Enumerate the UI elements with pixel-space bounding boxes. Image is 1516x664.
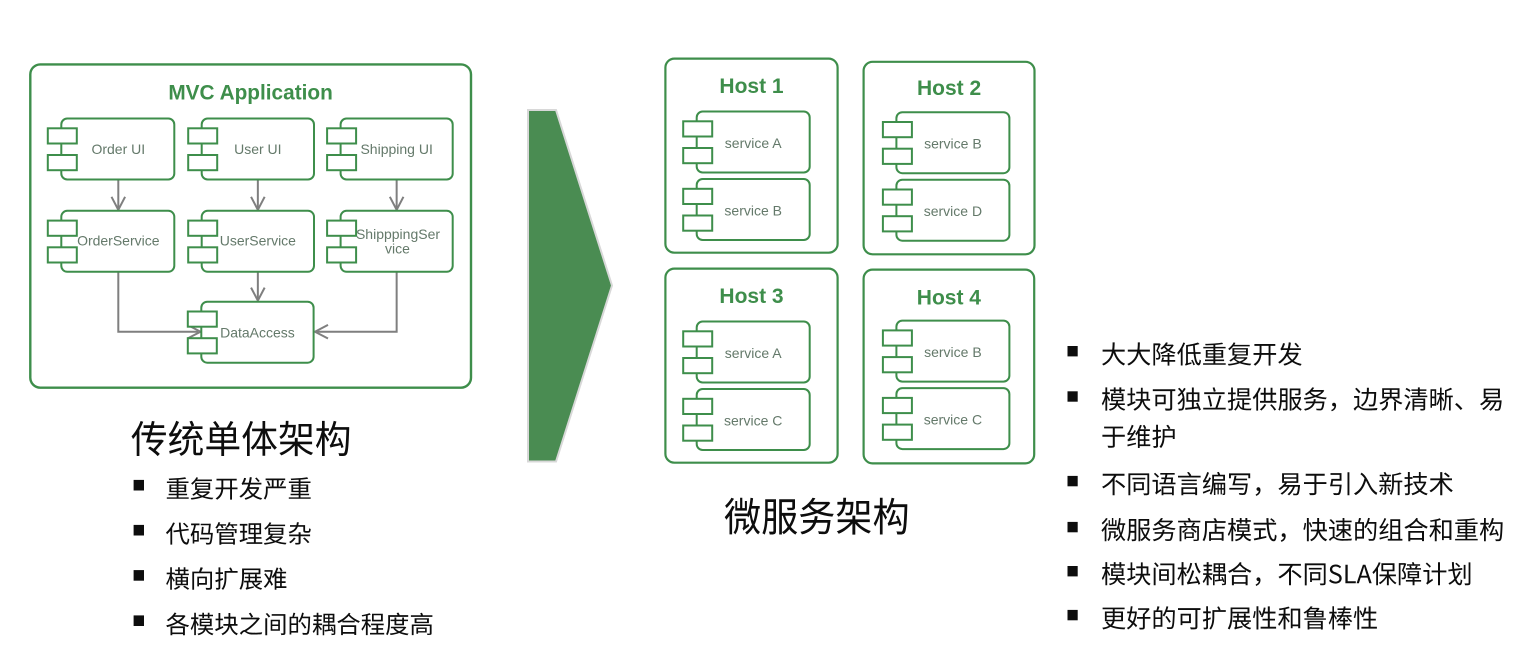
svg-text:User UI: User UI (234, 141, 281, 157)
svg-text:service D: service D (924, 203, 982, 219)
svg-text:MVC Application: MVC Application (168, 82, 332, 105)
svg-text:ShipppingSer: ShipppingSer (356, 226, 440, 242)
svg-text:Host 1: Host 1 (719, 75, 784, 98)
svg-text:OrderService: OrderService (77, 233, 160, 249)
svg-text:DataAccess: DataAccess (220, 325, 295, 341)
svg-text:Order UI: Order UI (91, 141, 145, 157)
svg-text:Host 2: Host 2 (917, 77, 981, 100)
svg-text:service B: service B (924, 136, 982, 152)
svg-text:service C: service C (724, 412, 782, 428)
svg-text:service C: service C (924, 411, 982, 427)
svg-text:service A: service A (725, 345, 782, 361)
svg-text:service B: service B (924, 344, 982, 360)
svg-text:UserService: UserService (220, 233, 296, 249)
svg-text:vice: vice (385, 241, 410, 257)
svg-text:Shipping UI: Shipping UI (360, 141, 432, 157)
svg-text:service A: service A (725, 135, 782, 151)
svg-text:Host 4: Host 4 (917, 286, 982, 309)
svg-text:service B: service B (724, 202, 782, 218)
svg-text:Host 3: Host 3 (719, 285, 783, 308)
